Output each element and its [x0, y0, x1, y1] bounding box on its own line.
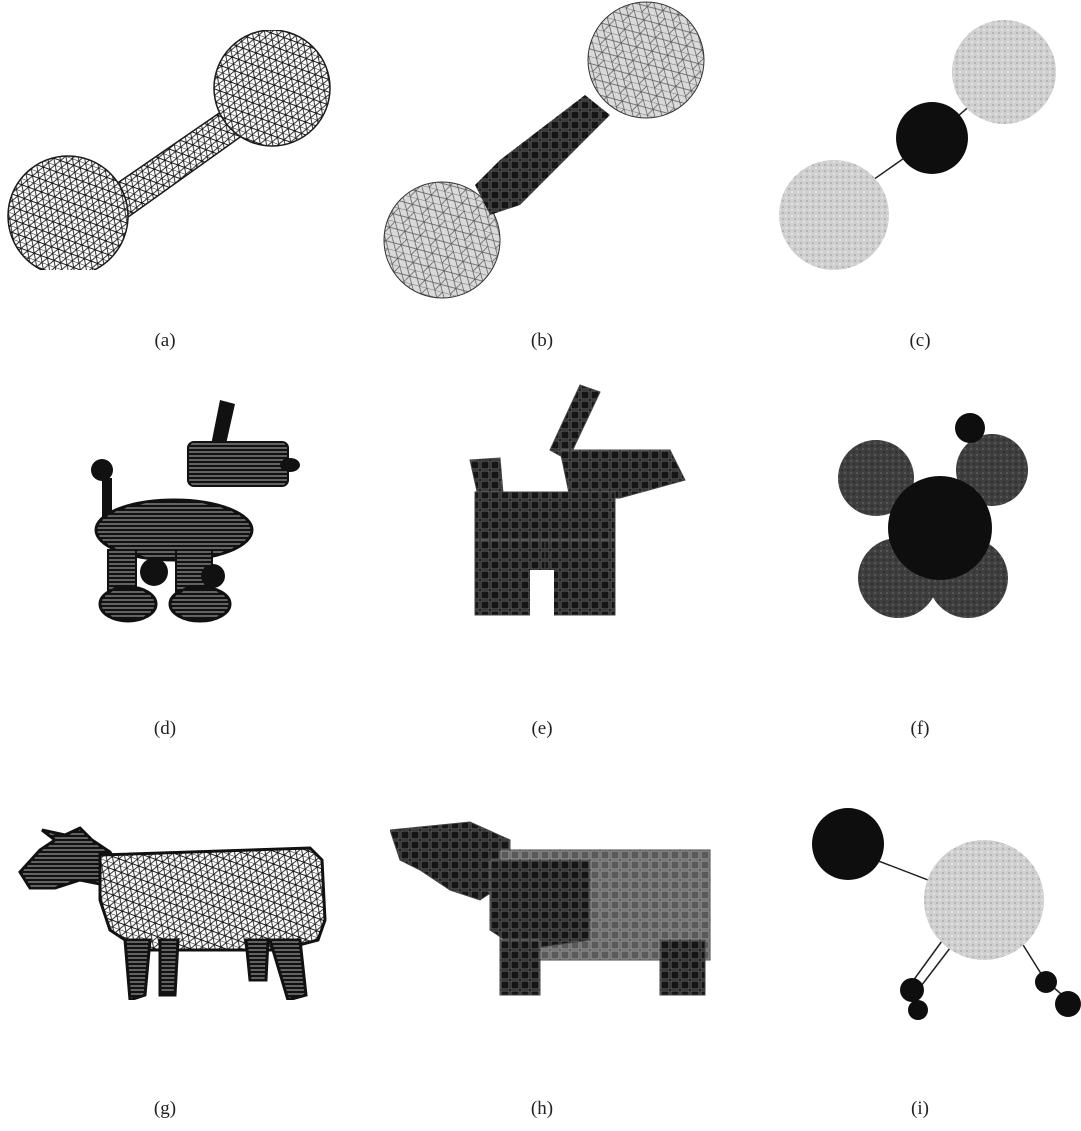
cow-mesh-image — [10, 800, 340, 1000]
caption-e: (e) — [482, 718, 602, 740]
panel-b-dumbbell-voxel — [380, 0, 720, 300]
caption-h: (h) — [482, 1098, 602, 1120]
dumbbell-mesh-image — [0, 30, 340, 270]
dog-voxel-image — [460, 380, 700, 640]
caption-f: (f) — [860, 718, 980, 740]
cow-graph-image — [810, 800, 1081, 1030]
panel-c-dumbbell-graph — [770, 20, 1081, 280]
panel-e-dog-voxel — [460, 380, 700, 640]
dog-mesh-image — [80, 390, 320, 630]
caption-a: (a) — [105, 330, 225, 352]
panel-i-cow-graph — [810, 800, 1081, 1030]
caption-c: (c) — [860, 330, 980, 352]
caption-d: (d) — [105, 718, 225, 740]
panel-g-cow-mesh — [10, 800, 340, 1000]
panel-f-dog-graph — [820, 400, 1081, 630]
dumbbell-graph-image — [770, 20, 1081, 280]
caption-g: (g) — [105, 1098, 225, 1120]
dumbbell-voxel-image — [380, 0, 720, 300]
panel-a-dumbbell-mesh — [0, 30, 340, 270]
panel-d-dog-mesh — [80, 390, 320, 630]
panel-h-cow-voxel — [390, 800, 730, 1000]
dog-graph-image — [820, 400, 1081, 630]
caption-b: (b) — [482, 330, 602, 352]
cow-voxel-image — [390, 800, 730, 1000]
caption-i: (i) — [860, 1098, 980, 1120]
